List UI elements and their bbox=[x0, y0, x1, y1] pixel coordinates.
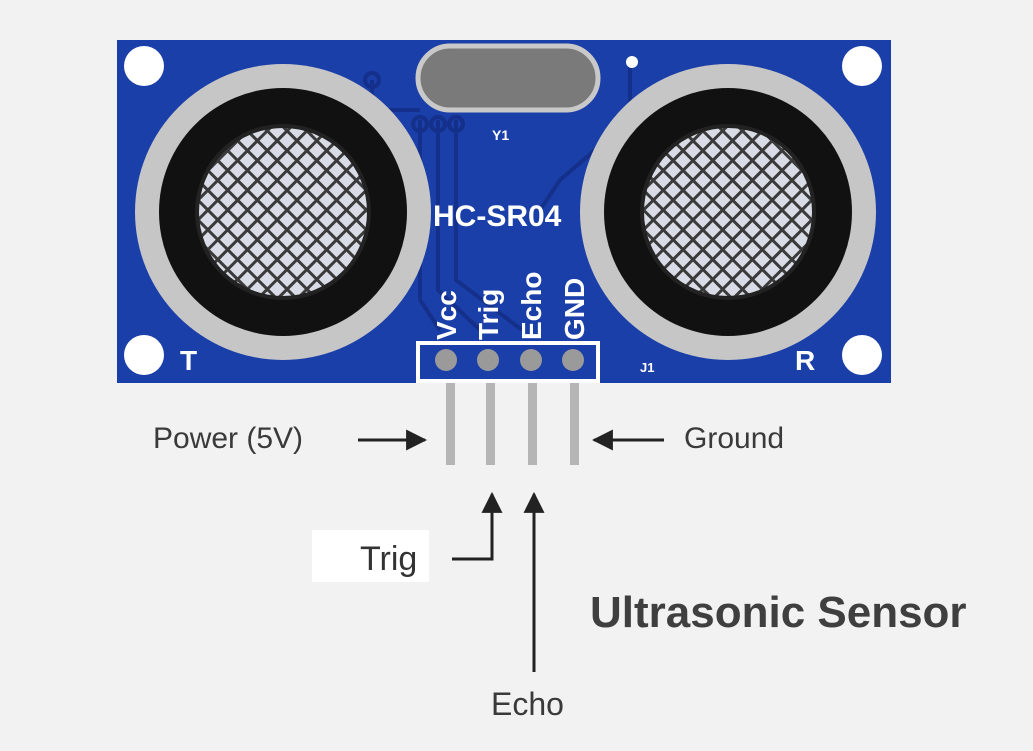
pin-legs bbox=[446, 383, 579, 465]
transmitter-label: T bbox=[180, 345, 197, 376]
trig-callout-label: Trig bbox=[360, 540, 418, 578]
mounting-hole-top-right bbox=[842, 46, 882, 86]
trig-label-background bbox=[312, 530, 429, 582]
via-dot bbox=[626, 56, 638, 68]
model-label: HC-SR04 bbox=[433, 200, 562, 233]
via-dot bbox=[447, 115, 465, 133]
transmitter-transducer bbox=[135, 64, 431, 360]
diagram-title: Ultrasonic Sensor bbox=[590, 588, 967, 637]
trig-arrow bbox=[452, 491, 503, 561]
connector-label: J1 bbox=[640, 360, 654, 375]
crystal-oscillator bbox=[415, 43, 601, 113]
pin-pad-echo bbox=[520, 349, 542, 371]
pin-pad-trig bbox=[477, 349, 499, 371]
pin-label-gnd: GND bbox=[559, 278, 590, 340]
pin-pad-gnd bbox=[562, 349, 584, 371]
mounting-hole-bottom-left bbox=[124, 335, 164, 375]
pin-header-outline bbox=[416, 341, 600, 383]
echo-callout-label: Echo bbox=[491, 686, 564, 722]
power-callout-label: Power (5V) bbox=[153, 422, 304, 455]
via-dot bbox=[411, 115, 429, 133]
mounting-hole-top-left bbox=[124, 46, 164, 86]
receiver-label: R bbox=[795, 345, 815, 376]
ground-callout-label: Ground bbox=[684, 422, 785, 455]
mounting-hole-bottom-right bbox=[842, 335, 882, 375]
via-dot bbox=[363, 71, 381, 89]
pin-label-echo: Echo bbox=[516, 272, 547, 340]
pin-label-trig: Trig bbox=[473, 289, 504, 340]
receiver-transducer bbox=[580, 64, 876, 360]
pin-label-vcc: Vcc bbox=[431, 290, 462, 340]
crystal-label: Y1 bbox=[492, 127, 509, 143]
via-dot bbox=[429, 115, 447, 133]
pin-pad-vcc bbox=[435, 349, 457, 371]
